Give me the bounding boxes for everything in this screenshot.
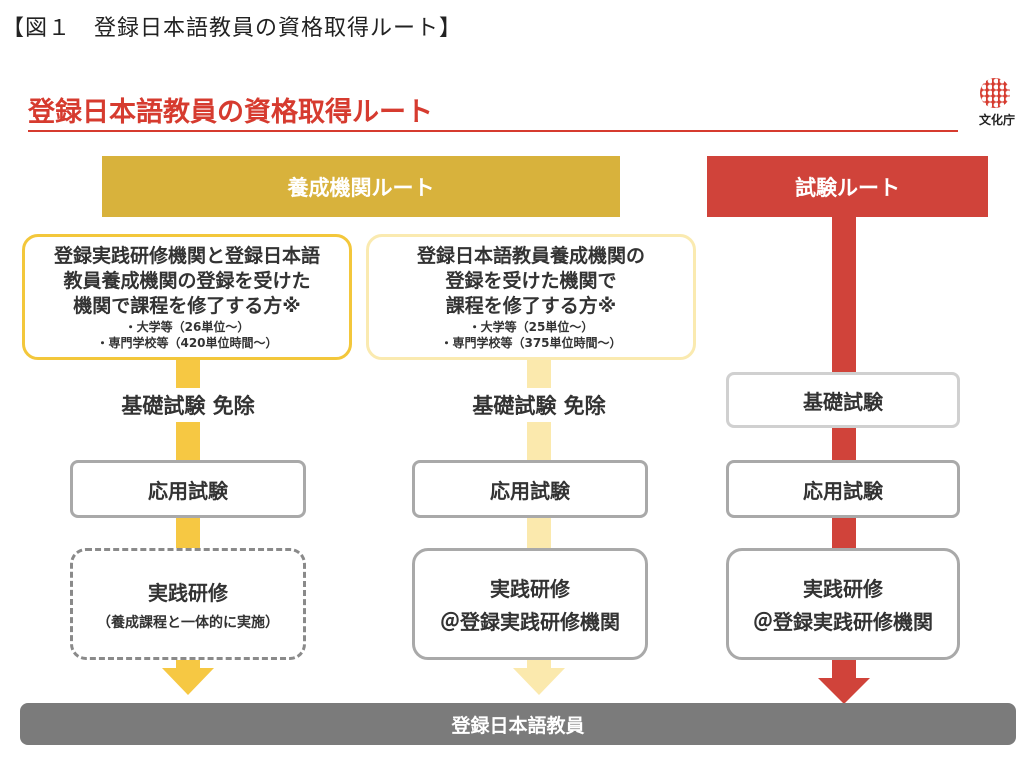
main-title: 登録日本語教員の資格取得ルート <box>28 97 433 128</box>
col1-eligibility-box: 登録実践研修機関と登録日本語 教員養成機関の登録を受けた 機関で課程を修了する方… <box>22 234 352 360</box>
col1-basic-exam-exempt: 基礎試験 免除 <box>115 388 261 422</box>
col2-basic-exam-exempt: 基礎試験 免除 <box>466 388 612 422</box>
practicum-sub: ＠登録実践研修機関 <box>440 610 620 634</box>
logo-mark-icon <box>980 78 1010 108</box>
practicum-title: 実践研修 <box>803 577 883 601</box>
col2-practicum-box: 実践研修 ＠登録実践研修機関 <box>412 548 648 660</box>
desc-line: 機関で課程を修了する方※ <box>73 294 301 317</box>
desc-line: 登録実践研修機関と登録日本語 <box>53 244 320 267</box>
col2-arrow-head-icon <box>513 668 565 695</box>
col3-applied-exam-box: 応用試験 <box>726 460 960 518</box>
agency-logo: 文化庁 <box>972 78 1022 133</box>
desc-line: 教員養成機関の登録を受けた <box>63 269 311 292</box>
practicum-title: 実践研修 <box>490 577 570 601</box>
registered-teacher-result: 登録日本語教員 <box>20 703 1016 745</box>
figure-title: 【図１ 登録日本語教員の資格取得ルート】 <box>2 16 463 41</box>
col2-applied-exam-box: 応用試験 <box>412 460 648 518</box>
col2-eligibility-box: 登録日本語教員養成機関の 登録を受けた機関で 課程を修了する方※ ・大学等（25… <box>366 234 696 360</box>
desc-line: 課程を修了する方※ <box>445 294 617 317</box>
col3-practicum-box: 実践研修 ＠登録実践研修機関 <box>726 548 960 660</box>
detail-line: ・大学等（25単位～） <box>468 319 594 334</box>
col1-practicum-box: 実践研修 （養成課程と一体的に実施） <box>70 548 306 660</box>
training-route-header: 養成機関ルート <box>102 156 620 217</box>
practicum-sub: ＠登録実践研修機関 <box>753 610 933 634</box>
detail-line: ・専門学校等（420単位時間～） <box>96 335 278 350</box>
col1-arrow-head-icon <box>162 668 214 695</box>
title-underline <box>28 130 958 132</box>
practicum-sub: （養成課程と一体的に実施） <box>97 614 279 631</box>
detail-line: ・大学等（26単位～） <box>124 319 250 334</box>
practicum-title: 実践研修 <box>148 580 228 605</box>
detail-line: ・専門学校等（375単位時間～） <box>440 335 622 350</box>
col3-basic-exam-box: 基礎試験 <box>726 372 960 428</box>
desc-line: 登録日本語教員養成機関の <box>416 244 645 267</box>
desc-line: 登録を受けた機関で <box>445 269 617 292</box>
col3-arrow-head-icon <box>818 678 870 704</box>
exam-route-header: 試験ルート <box>707 156 988 217</box>
col1-applied-exam-box: 応用試験 <box>70 460 306 518</box>
logo-text: 文化庁 <box>978 113 1015 127</box>
